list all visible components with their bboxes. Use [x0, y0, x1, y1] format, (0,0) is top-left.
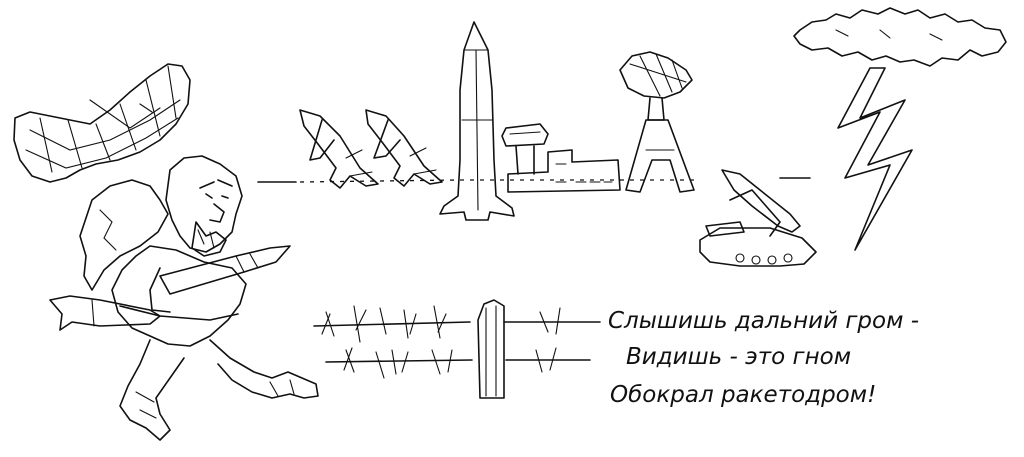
poem-line-1: Слышишь дальний гром -: [608, 308, 920, 334]
rocket-icon: [440, 22, 514, 220]
missile-launcher: [700, 170, 816, 266]
gnome-figure: [80, 156, 318, 440]
barbed-wire-fence: [314, 300, 600, 398]
radar-icon: [620, 52, 694, 192]
lightning-icon: [838, 68, 912, 250]
connector-line: [258, 178, 810, 182]
building: [508, 150, 620, 192]
poem-line-3: Обокрал ракетодром!: [610, 382, 877, 408]
jet-right-icon: [366, 110, 442, 186]
control-tower: [502, 124, 548, 174]
cloud-icon: [794, 8, 1006, 66]
carried-missile: [50, 246, 290, 330]
jet-left-icon: [300, 110, 378, 188]
gnome-hat: [14, 64, 190, 182]
poem-line-2: Видишь - это гном: [626, 344, 852, 370]
